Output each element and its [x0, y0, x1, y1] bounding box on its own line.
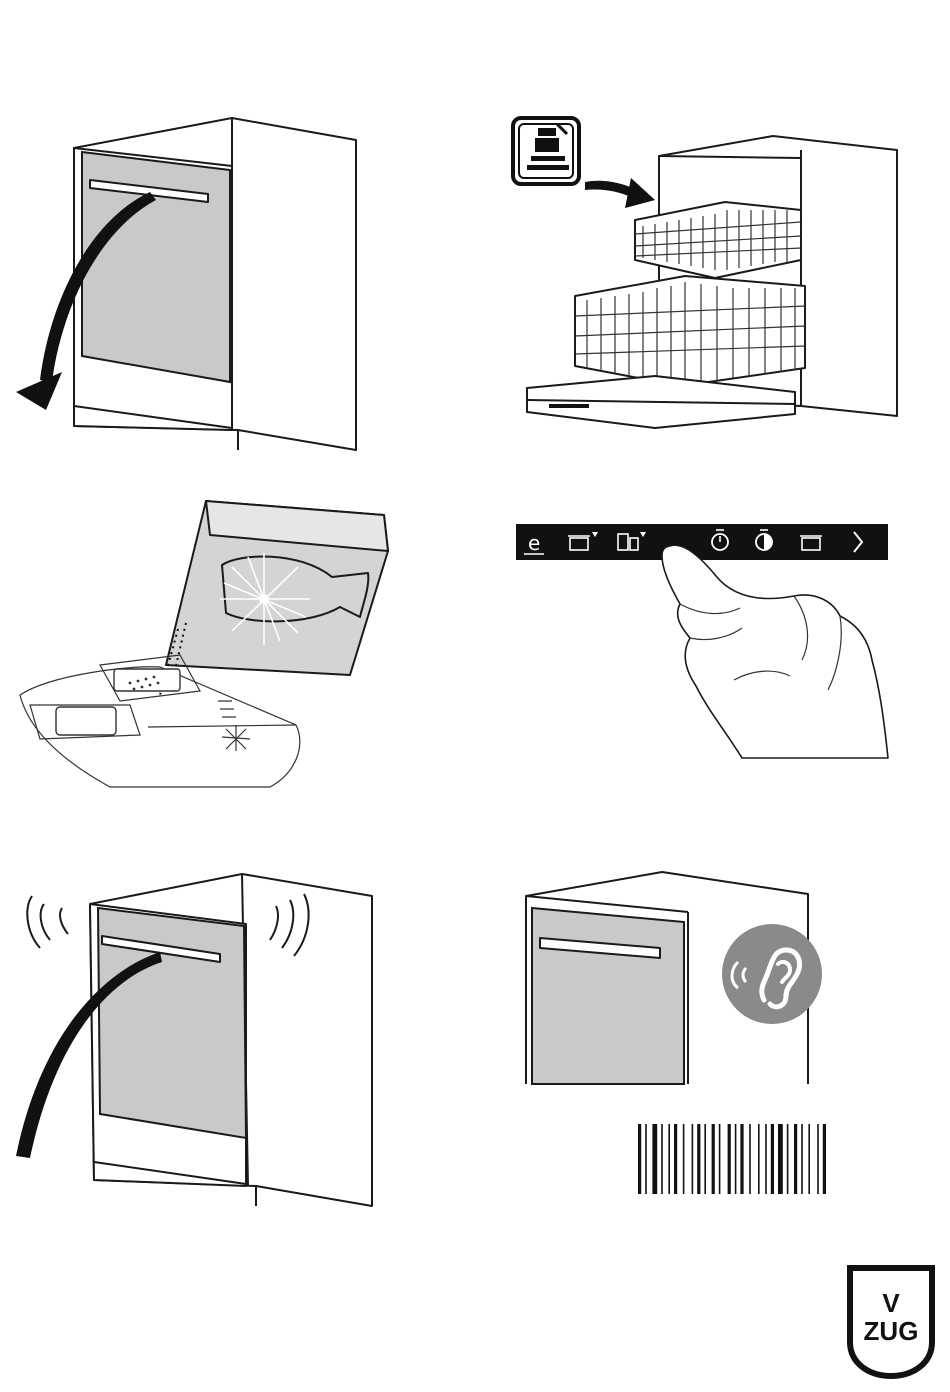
barcode-bar [771, 1124, 774, 1194]
barcode-bar [668, 1124, 670, 1194]
barcode-bar [740, 1124, 743, 1194]
barcode-bar [712, 1124, 715, 1194]
barcode-bar [697, 1124, 700, 1194]
barcode-bar [749, 1124, 751, 1194]
barcode-bar [794, 1124, 797, 1194]
svg-text:e: e [528, 531, 540, 555]
illustration-control-panel: e [512, 520, 892, 765]
barcode-bar [645, 1124, 647, 1194]
barcode-bar [735, 1124, 737, 1194]
barcode-bar [719, 1124, 721, 1194]
barcode-bar [817, 1124, 819, 1194]
barcode-bar [683, 1124, 685, 1194]
svg-text:ZUG: ZUG [864, 1316, 919, 1346]
ear-sound-icon [722, 924, 822, 1024]
barcode-bar [638, 1124, 641, 1194]
barcode-bar [787, 1124, 789, 1194]
barcode-bar [778, 1124, 783, 1194]
barcode-bar [808, 1124, 810, 1194]
illustration-close-door [10, 868, 380, 1213]
illustration-open-door [10, 110, 370, 460]
illustration-listen-signal [520, 868, 830, 1088]
barcode-bar [728, 1124, 731, 1194]
barcode-bar [692, 1124, 694, 1194]
barcode [638, 1124, 860, 1194]
barcode-bar [704, 1124, 706, 1194]
illustration-detergent-dispenser [10, 495, 400, 800]
svg-text:V: V [882, 1288, 900, 1318]
barcode-bar [823, 1124, 826, 1194]
barcode-bar [758, 1124, 760, 1194]
barcode-bar [801, 1124, 803, 1194]
control-panel-strip [516, 524, 888, 560]
v-zug-logo: V ZUG [846, 1264, 936, 1380]
illustration-load-racks [505, 110, 905, 440]
barcode-bar [765, 1124, 767, 1194]
barcode-bar [661, 1124, 663, 1194]
crockery-load-icon [513, 118, 579, 184]
barcode-bar [674, 1124, 677, 1194]
barcode-bar [652, 1124, 657, 1194]
